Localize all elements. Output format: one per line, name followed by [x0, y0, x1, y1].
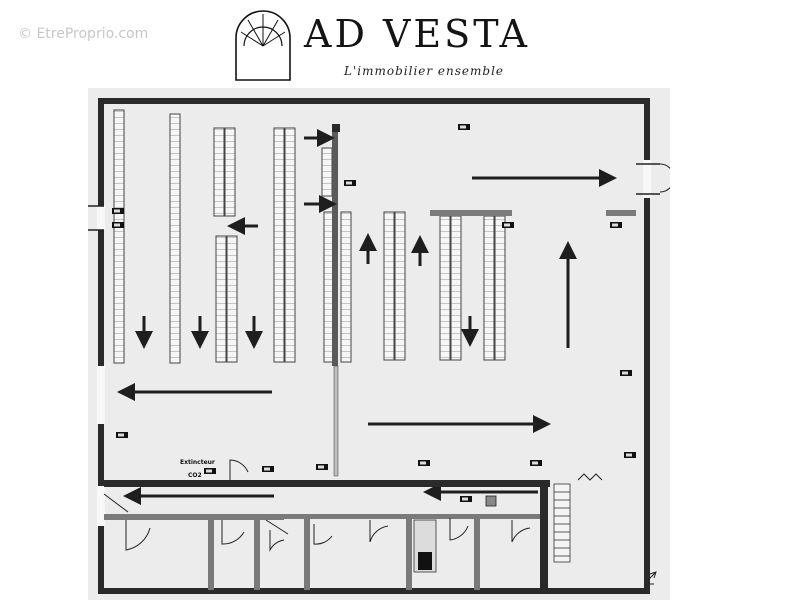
rack-5a [273, 127, 285, 363]
rack-6a [321, 147, 333, 197]
extinguisher-icons [112, 124, 636, 502]
outer-walls [97, 98, 651, 594]
rack-4b [226, 235, 238, 363]
rack-7a [383, 211, 395, 361]
door-east [636, 163, 670, 195]
rack-8b [450, 215, 462, 361]
office-block [104, 473, 603, 594]
north-arrow-icon [647, 571, 657, 585]
rack-5b [284, 127, 296, 363]
brand-tagline: L'immobilier ensemble [344, 64, 505, 78]
door-west-top [88, 205, 104, 231]
co2-label: CO2 [188, 472, 202, 479]
rack-2 [169, 113, 181, 364]
rack-8a [439, 215, 451, 361]
door-swings [103, 459, 531, 552]
stairs [553, 483, 571, 563]
brand-name: AD VESTA [304, 12, 530, 56]
central-partition [332, 124, 636, 477]
rack-4a [215, 235, 227, 363]
logo-arch-icon [235, 10, 291, 81]
storage-racks [113, 109, 506, 364]
rack-3a [213, 127, 225, 217]
rack-7b [394, 211, 406, 361]
rack-9a [483, 215, 495, 361]
watermark-text: © EtreProprio.com [18, 26, 149, 42]
rack-3b [224, 127, 236, 217]
extinguisher-label: Extincteur [180, 459, 215, 466]
rack-9b [494, 215, 506, 361]
rack-6c [340, 211, 352, 363]
rack-1 [113, 109, 125, 364]
flow-arrows [117, 129, 617, 505]
warehouse-floorplan: Extincteur CO2 [88, 98, 670, 594]
